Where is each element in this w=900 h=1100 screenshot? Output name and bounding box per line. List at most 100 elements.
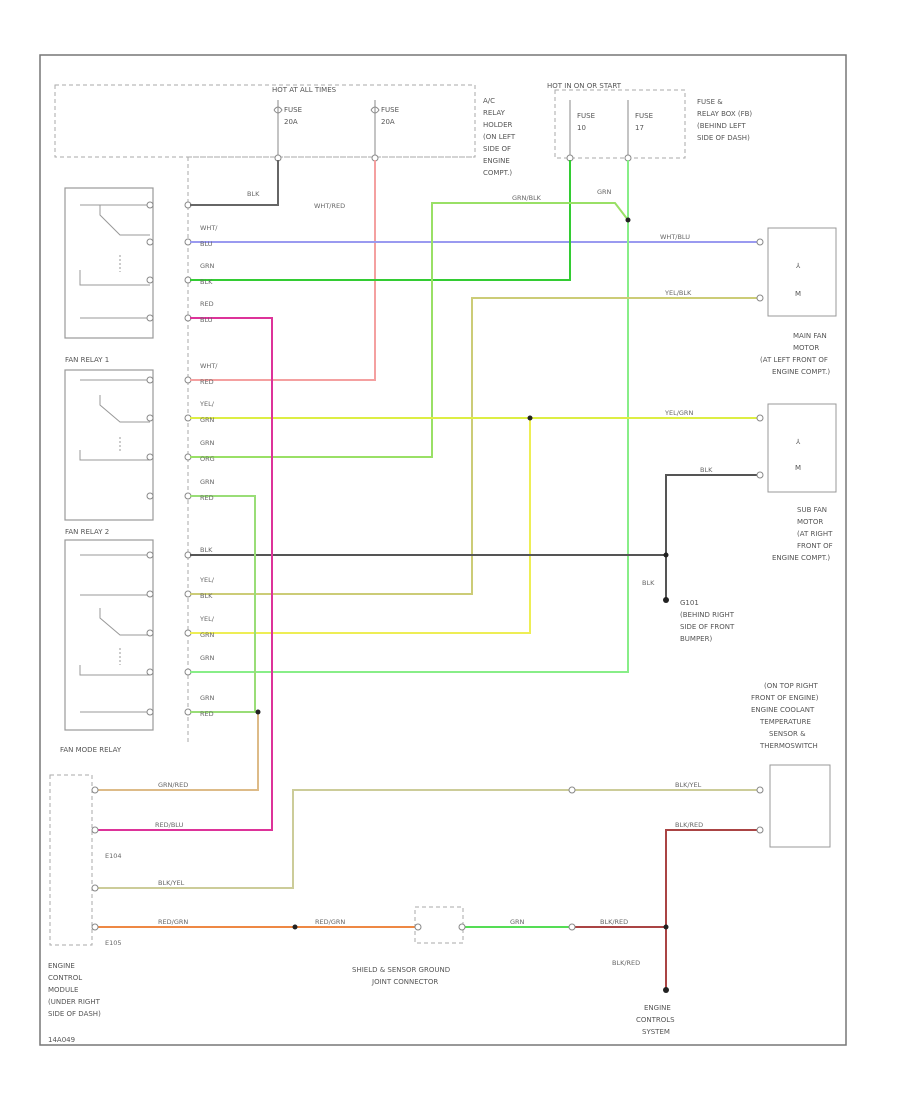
label-main-fan-2: MOTOR [793,344,819,352]
label-ect-6: THERMOSWITCH [759,742,818,750]
wire-label-yel-blk-r: YEL/BLK [664,289,692,297]
label-hot-run: HOT IN ON OR START [547,82,622,90]
label-sub-fan-2: MOTOR [797,518,823,526]
wire-blk-gnd [665,474,760,600]
relay-1-internals [79,204,150,319]
wire-grn-red-ecm [95,712,259,791]
ac-relay-holder-box [54,84,476,158]
label-fuse-2: FUSE [381,106,399,114]
wire-label-grn-l: GRN [200,654,215,662]
wire-grn-org [190,202,629,458]
label-ect-2: FRONT OF ENGINE) [751,694,819,702]
label-ac-relay-5: SIDE OF [483,145,511,153]
wire-label-grn-red2-l1: GRN [200,694,215,702]
wire-label-wht-red-l1: WHT/ [200,362,218,370]
label-ac-relay-6: ENGINE [483,157,510,165]
label-main-fan-3: (AT LEFT FRONT OF [760,356,828,364]
label-gnd-1: G101 [680,599,699,607]
shield-joint-box [414,906,464,944]
splice-points [255,217,669,993]
label-blk-red-gnd: BLK/RED [612,959,640,967]
wire-label-grn-blk-l1: GRN [200,262,215,270]
wire-wht-red [190,160,376,381]
label-main-fan-4: ENGINE COMPT.) [772,368,830,376]
ect-sensor-box [769,764,831,848]
ecm-box [49,774,93,946]
label-ect-1: (ON TOP RIGHT [764,682,819,690]
diagram-frame [39,54,847,1046]
label-ecm-3: MODULE [48,986,78,994]
label-ect-5: SENSOR & [769,730,806,738]
wire-blk-yel [95,789,760,889]
wire-label-grn-red-b: GRN/RED [158,781,188,789]
label-e105: E105 [105,939,122,947]
wire-label-yel-blk-l1: YEL/ [199,576,215,584]
wire-label-blk-top: BLK [247,190,260,198]
label-ecm-5: SIDE OF DASH) [48,1010,101,1018]
wire-label-grn-red-l1: GRN [200,478,215,486]
wire-blk-red-ect [665,829,760,927]
label-ac-relay-2: RELAY [483,109,506,117]
label-gnd-3: SIDE OF FRONT [680,623,735,631]
wire-label-yel-grn-l1: YEL/ [199,400,215,408]
wire-label-red-grn-b2: RED/GRN [315,918,345,926]
wire-label-red-blu-l1: RED [200,300,214,308]
label-shield-1: SHIELD & SENSOR GROUND [352,966,450,974]
wire-red-blu [95,317,273,831]
label-ac-relay-3: HOLDER [483,121,512,129]
wire-label-red-blu-l2: BLU [200,316,213,324]
label-ecm-2: CONTROL [48,974,82,982]
label-hot-ign: HOT AT ALL TIMES [272,86,337,94]
wire-label-grn-blk-l2: BLK [200,278,213,286]
wire-label-yel-blk-l2: BLK [200,592,213,600]
sub-fan-motor-symbol: M [795,464,801,472]
wire-label-red-grn-b: RED/GRN [158,918,188,926]
label-ect-4: TEMPERATURE [759,718,811,726]
wire-label-blk-yel-b: BLK/YEL [158,879,185,887]
wire-label-blk-l: BLK [200,546,213,554]
wire-label-wht-red-l2: RED [200,378,214,386]
wire-label-blk-r: BLK [700,466,713,474]
wire-label-grn-org-l1: GRN [200,439,215,447]
wire-label-red-blu-b: RED/BLU [155,821,184,829]
wire-label-grn-red2-l2: RED [200,710,214,718]
wire-label-grn-red-l2: RED [200,494,214,502]
label-sub-fan-5: ENGINE COMPT.) [772,554,830,562]
label-sub-fan-1: SUB FAN [797,506,827,514]
label-fuse-1-val: 20A [284,118,298,126]
sub-fan-motor-icon: ⅄ [796,438,801,446]
label-engine-ctrl-1: ENGINE [644,1004,671,1012]
wire-label-grn-blk-top: GRN/BLK [512,194,542,202]
wire-grn [190,160,629,673]
relay-terminals [146,201,192,716]
label-ect-3: ENGINE COOLANT [751,706,815,714]
label-fan-relay-1: FAN RELAY 1 [65,356,109,364]
label-ecm-4: (UNDER RIGHT [48,998,101,1006]
label-fuse-box-4: SIDE OF DASH) [697,134,750,142]
fuse-symbols [273,100,632,162]
relay-2-internals [79,379,150,461]
label-blk-gnd: BLK [642,579,655,587]
wire-label-yel-grn2-l1: YEL/ [199,615,215,623]
label-sub-fan-4: FRONT OF [797,542,833,550]
label-fuse-10: FUSE [577,112,595,120]
label-fuse-10-val: 10 [577,124,586,132]
label-ac-relay-1: A/C [483,97,495,105]
label-fuse-1: FUSE [284,106,302,114]
wire-label-wht-red-top: WHT/RED [314,202,345,210]
wire-grn-red [190,495,256,713]
label-fuse-17-val: 17 [635,124,644,132]
label-gnd-4: BUMPER) [680,635,712,643]
wire-label-wht-blu-r: WHT/BLU [660,233,690,241]
wire-label-blk-red-b: BLK/RED [600,918,628,926]
wire-label-grn-org-l2: ORG [200,455,215,463]
wire-label-grn-b: GRN [510,918,525,926]
label-shield-2: JOINT CONNECTOR [371,978,438,986]
label-fuse-box-3: (BEHIND LEFT [697,122,746,130]
wire-blk-top [190,160,279,206]
label-ac-relay-4: (ON LEFT [483,133,516,141]
fuse-relay-box [554,89,686,159]
label-gnd-2: (BEHIND RIGHT [680,611,735,619]
wire-yel-blk [190,297,760,595]
label-ecm-1: ENGINE [48,962,75,970]
